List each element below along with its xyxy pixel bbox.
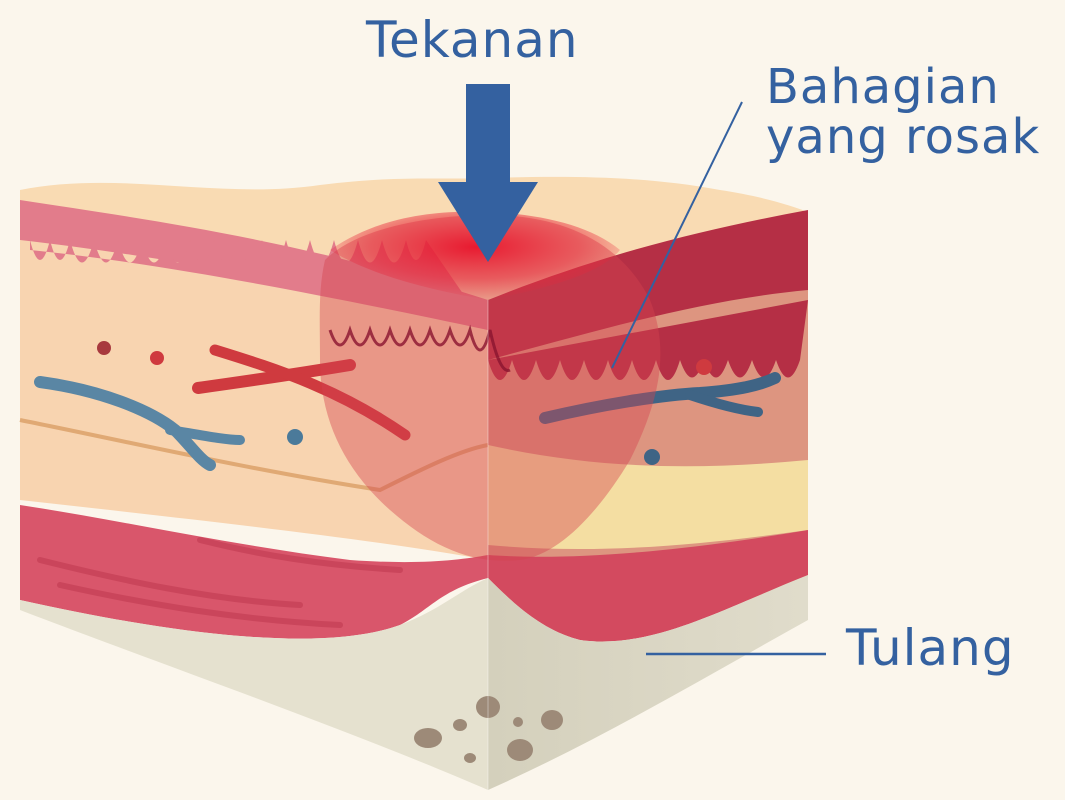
pressure-label: Tekanan <box>366 14 579 67</box>
bone-label: Tulang <box>846 622 1015 675</box>
damaged-area-label-line1: Bahagian <box>766 62 1040 112</box>
damaged-area-label-line2: yang rosak <box>766 112 1040 162</box>
damaged-area-label: Bahagian yang rosak <box>766 62 1040 163</box>
